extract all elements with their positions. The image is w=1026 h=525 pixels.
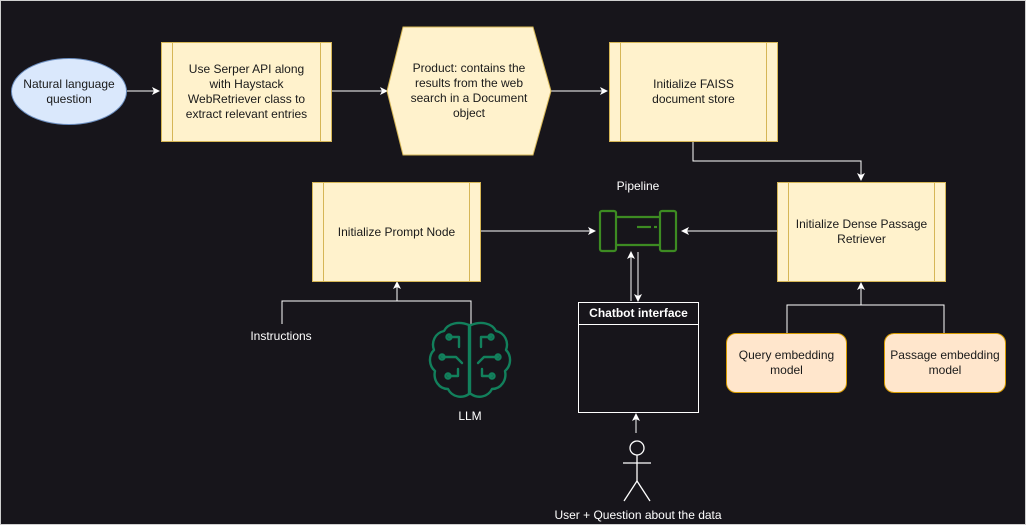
product-node-shape xyxy=(386,26,552,156)
brain-circuit-icon xyxy=(428,321,512,398)
stick-figure-icon xyxy=(623,440,651,502)
passage-embedding-label: Passage embedding model xyxy=(890,348,1000,377)
connector-instructions-llm xyxy=(281,300,472,324)
prompt-node-label: Initialize Prompt Node xyxy=(337,224,456,239)
product-node: Product: contains the results from the w… xyxy=(397,27,541,155)
prompt-node: Initialize Prompt Node xyxy=(312,182,481,282)
arrow-faiss-to-retriever xyxy=(692,142,865,181)
pipeline-icon xyxy=(598,209,678,253)
chatbot-interface: Chatbot interface xyxy=(578,302,699,413)
query-embedding-node: Query embedding model xyxy=(726,333,847,393)
question-node-label: Natural language question xyxy=(23,76,115,106)
faiss-node-label: Initialize FAISS document store xyxy=(652,77,735,106)
question-node: Natural language question xyxy=(11,58,127,125)
user-label: User + Question about the data xyxy=(554,508,722,522)
instructions-label: Instructions xyxy=(250,329,312,343)
llm-label: LLM xyxy=(458,409,482,423)
faiss-node: Initialize FAISS document store xyxy=(609,42,778,142)
dense-retriever-label: Initialize Dense Passage Retriever xyxy=(795,217,928,246)
dense-retriever-node: Initialize Dense Passage Retriever xyxy=(777,182,946,282)
serper-node: Use Serper API along with Haystack WebRe… xyxy=(161,42,332,142)
serper-node-label: Use Serper API along with Haystack WebRe… xyxy=(185,62,308,121)
passage-embedding-node: Passage embedding model xyxy=(884,333,1006,393)
query-embedding-label: Query embedding model xyxy=(738,348,835,377)
chatbot-title: Chatbot interface xyxy=(579,303,698,325)
connector-embedding-models xyxy=(786,304,945,333)
product-node-label: Product: contains the results from the w… xyxy=(410,61,528,120)
pipeline-label: Pipeline xyxy=(616,179,660,193)
